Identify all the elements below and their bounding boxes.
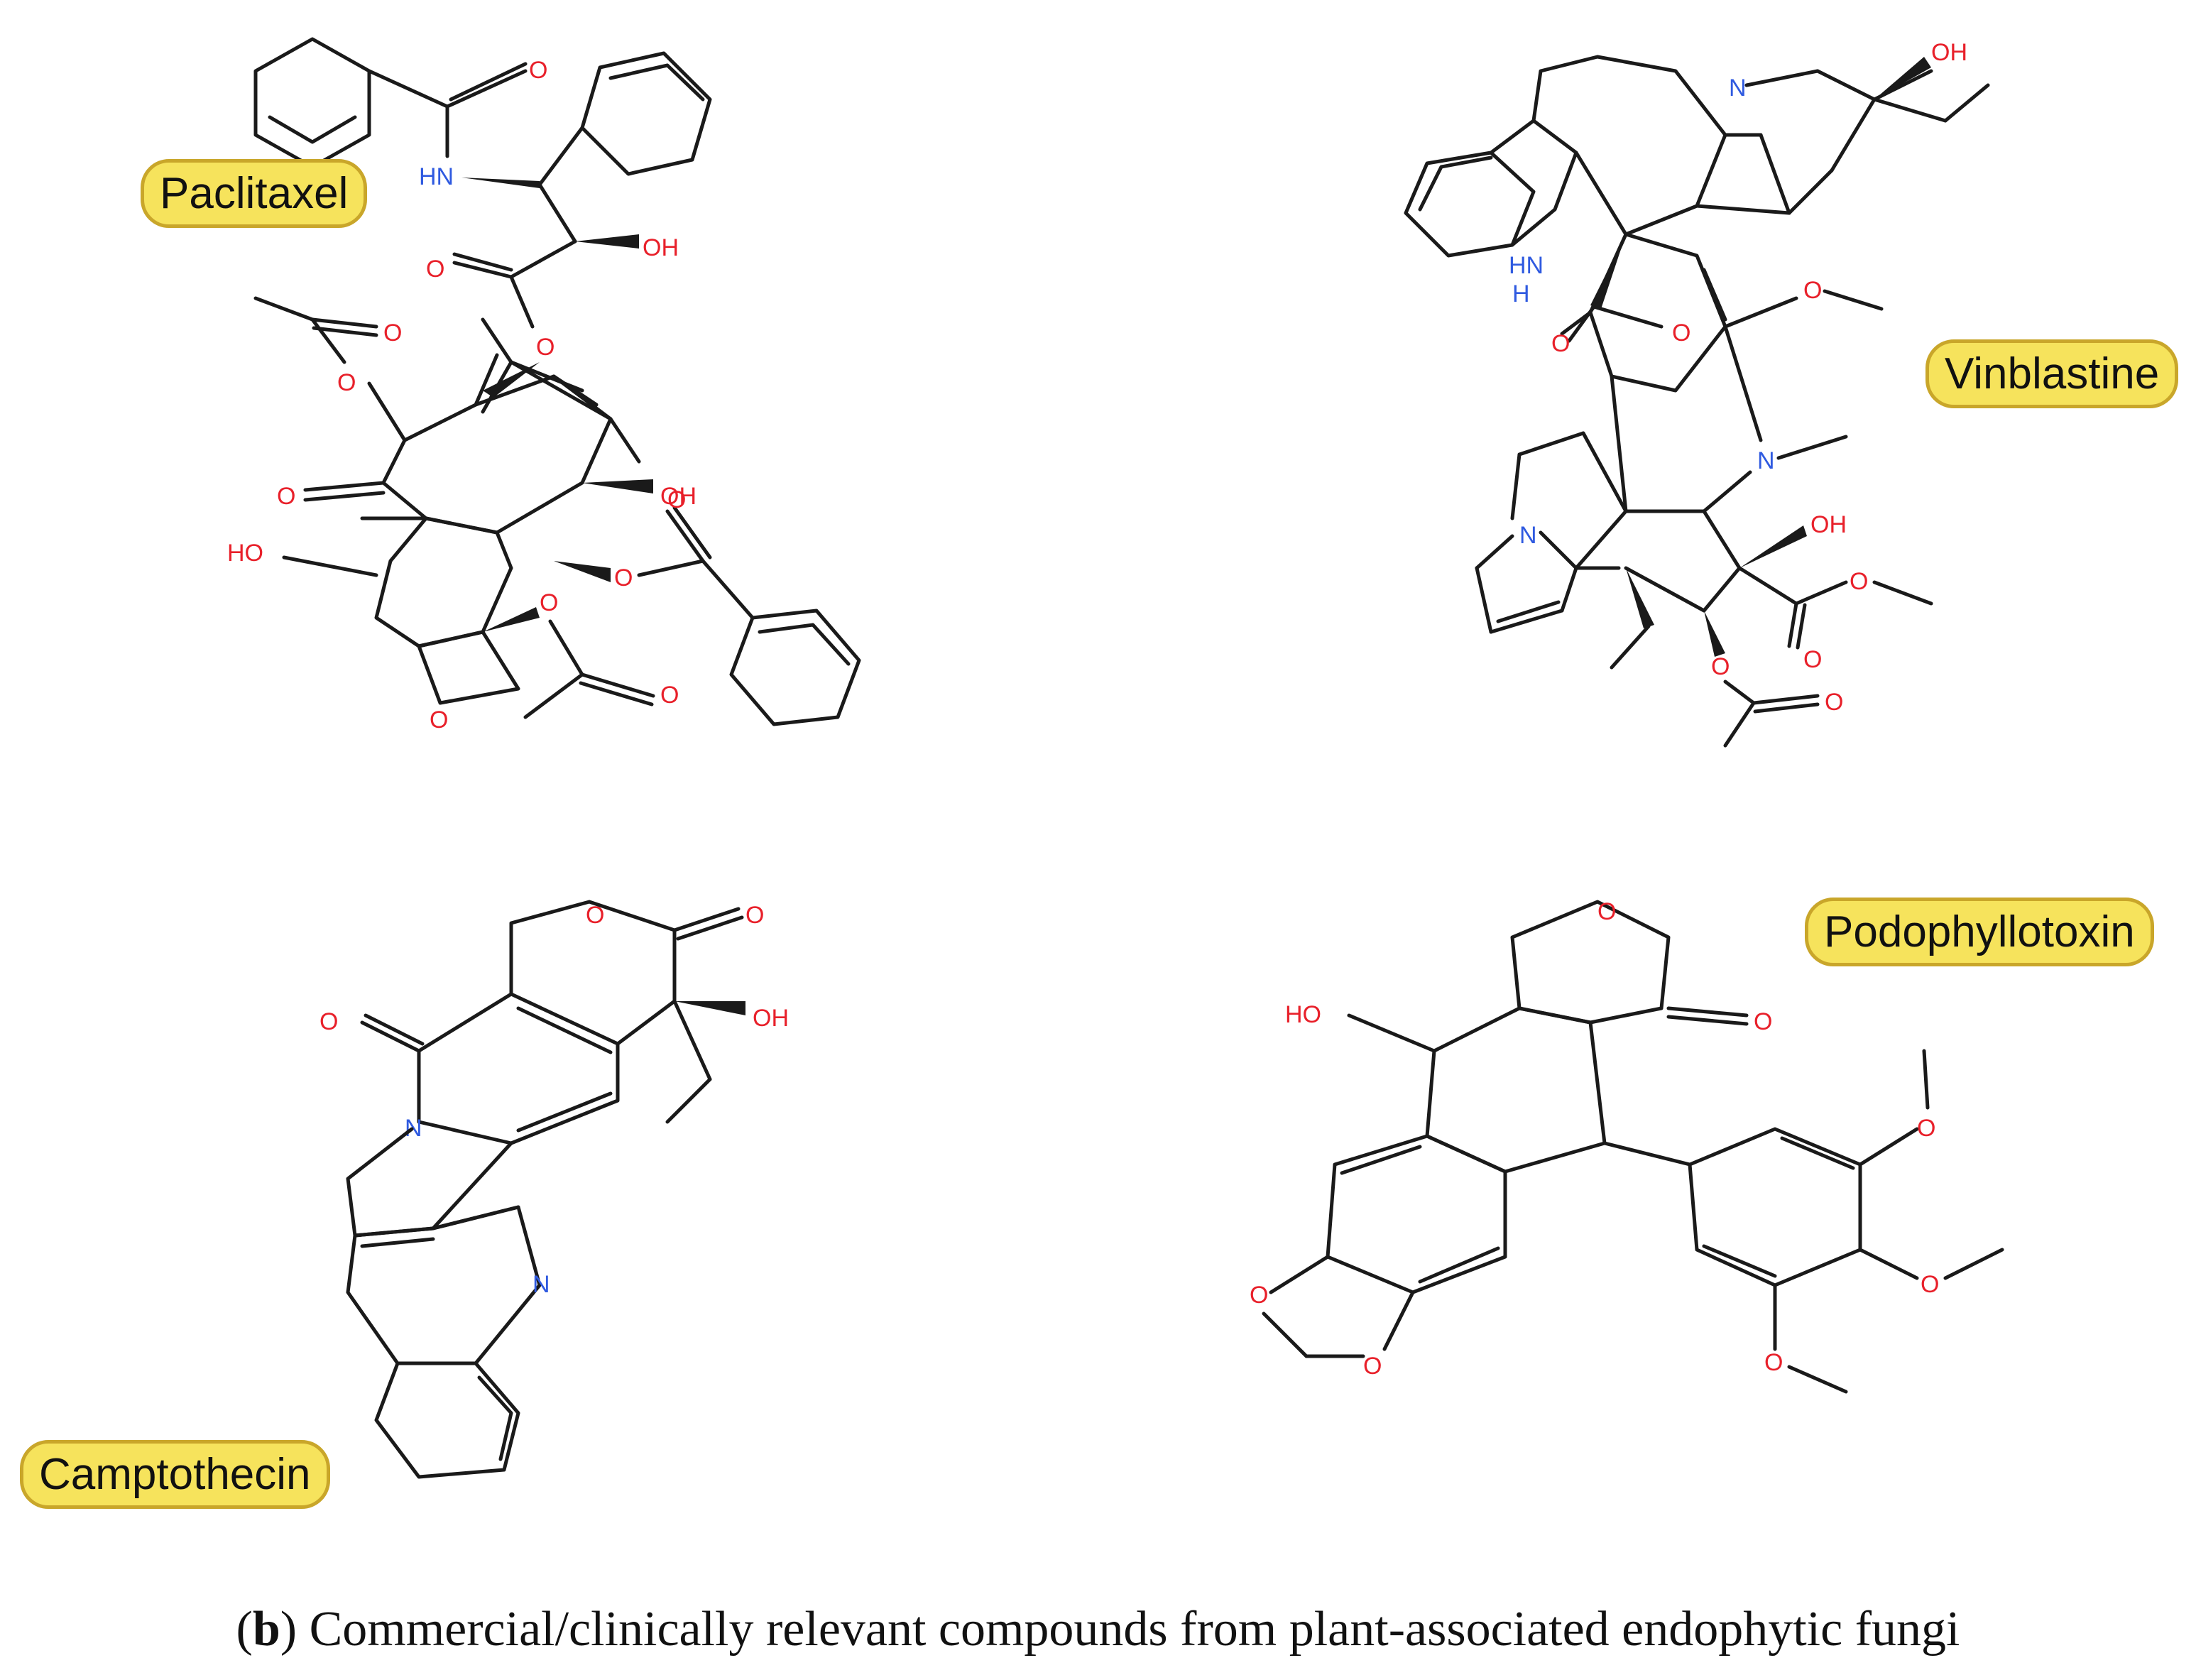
svg-text:O: O <box>667 486 686 513</box>
svg-text:N: N <box>1757 447 1775 474</box>
svg-text:OH: OH <box>1931 39 1967 66</box>
svg-text:O: O <box>614 564 633 591</box>
caption-part-letter: b <box>252 1602 280 1657</box>
svg-text:O: O <box>1803 277 1822 304</box>
svg-text:O: O <box>1711 653 1730 680</box>
svg-text:N: N <box>1519 522 1537 549</box>
svg-text:OH: OH <box>643 234 679 261</box>
figure-caption: (b) Commercial/clinically relevant compo… <box>236 1602 1960 1657</box>
svg-text:N: N <box>1729 75 1747 102</box>
podophyllotoxin-structure: O O HO O O O O O <box>1250 898 2004 1394</box>
svg-text:OH: OH <box>660 483 697 510</box>
svg-text:O: O <box>337 369 356 396</box>
svg-text:O: O <box>586 902 604 929</box>
svg-text:O: O <box>383 320 402 347</box>
paclitaxel-structure: O HN OH O O O O <box>227 37 861 733</box>
svg-text:O: O <box>1250 1282 1268 1309</box>
compound-label-camptothecin: Camptothecin <box>20 1440 330 1510</box>
svg-text:O: O <box>1803 646 1822 673</box>
compound-label-paclitaxel: Paclitaxel <box>141 159 368 229</box>
caption-text: Commercial/clinically relevant compounds… <box>309 1602 1960 1657</box>
svg-text:N: N <box>532 1271 550 1298</box>
svg-text:O: O <box>277 483 295 510</box>
svg-text:O: O <box>1551 330 1570 357</box>
svg-text:O: O <box>536 334 555 361</box>
camptothecin-structure: O O OH O N N <box>319 900 789 1479</box>
svg-text:O: O <box>426 256 444 283</box>
svg-text:HN: HN <box>1509 252 1544 279</box>
svg-text:O: O <box>1672 320 1690 347</box>
svg-text:O: O <box>319 1008 338 1035</box>
svg-text:O: O <box>1850 568 1868 595</box>
svg-text:O: O <box>540 589 558 616</box>
svg-text:O: O <box>1764 1349 1783 1376</box>
compound-label-vinblastine: Vinblastine <box>1925 339 2179 409</box>
compound-label-podophyllotoxin: Podophyllotoxin <box>1805 898 2154 967</box>
svg-text:OH: OH <box>1810 511 1847 538</box>
svg-text:O: O <box>745 902 764 929</box>
svg-text:OH: OH <box>753 1005 789 1032</box>
vinblastine-structure: HN H N OH O O O N <box>1404 39 1990 748</box>
svg-text:HN: HN <box>419 163 454 190</box>
svg-text:H: H <box>1512 280 1530 307</box>
svg-text:O: O <box>430 707 448 733</box>
svg-text:O: O <box>1921 1271 1939 1298</box>
svg-text:O: O <box>529 57 547 84</box>
svg-text:O: O <box>1363 1353 1382 1380</box>
svg-text:HO: HO <box>227 540 263 567</box>
svg-text:O: O <box>660 682 679 709</box>
svg-text:O: O <box>1825 689 1843 716</box>
svg-text:O: O <box>1754 1008 1772 1035</box>
svg-text:HO: HO <box>1285 1001 1321 1028</box>
svg-text:O: O <box>1917 1115 1935 1142</box>
svg-text:O: O <box>1597 898 1616 925</box>
